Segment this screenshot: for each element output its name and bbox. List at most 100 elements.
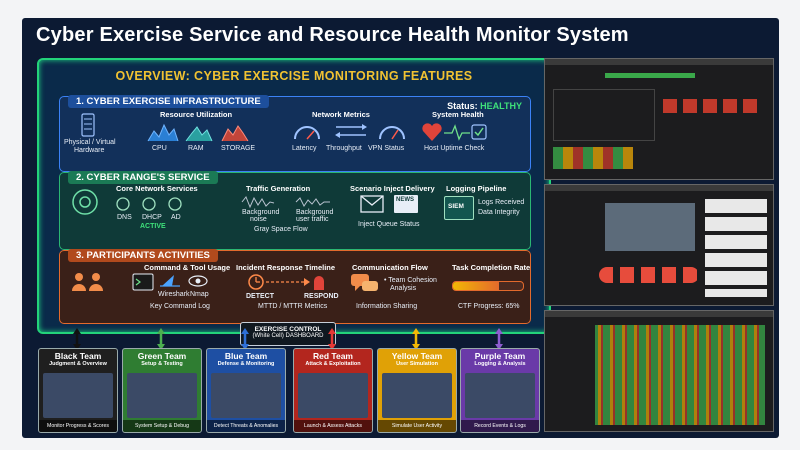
team-task: Launch & Assess Attacks — [294, 420, 372, 432]
team-arrow-head-up — [157, 328, 165, 334]
bg-noise-label-1: Background — [242, 209, 280, 216]
team-arrow-head-down — [412, 344, 420, 350]
section-range-service: 2. CYBER RANGE'S SERVICE Core Network Se… — [59, 171, 531, 250]
team-name: Black Team — [54, 351, 102, 361]
team-arrow-head-down — [328, 344, 336, 350]
team-cohesion-label-2: Analysis — [390, 285, 417, 292]
gray-space-label: Gray Space Flow — [254, 226, 308, 233]
dashboard-screenshot-3 — [544, 310, 774, 432]
siem-label: SIEM — [448, 203, 464, 210]
key-command-label: Key Command Log — [150, 303, 210, 310]
team-arrows — [73, 328, 503, 350]
traffic-wave-icon — [241, 196, 330, 209]
team-arrow-head-up — [412, 328, 420, 334]
eye-icon — [188, 275, 208, 287]
storage-label: STORAGE — [221, 145, 256, 152]
thumb1-health-bar — [605, 73, 695, 78]
bg-user-label-1: Background — [296, 209, 334, 216]
team-illustration — [465, 373, 535, 418]
wireshark-label: Wireshark — [158, 291, 190, 298]
heart-pulse-icon — [422, 123, 487, 141]
shark-fin-icon — [160, 275, 180, 287]
data-integrity-label: Data Integrity — [478, 209, 520, 216]
thumb2-photo — [605, 203, 695, 251]
team-task: Monitor Progress & Scores — [39, 420, 117, 432]
team-name: Yellow Team — [391, 351, 443, 361]
status-indicator: Status: HEALTHY — [447, 101, 522, 111]
ctf-progress-fill — [453, 282, 499, 290]
team-arrow-head-down — [495, 344, 503, 350]
timeline-icon — [248, 274, 324, 290]
task-completion-title: Task Completion Rate — [452, 263, 531, 272]
host-uptime-label: Host Uptime Check — [424, 145, 485, 152]
news-label: NEWS — [396, 197, 414, 203]
thumb1-graph — [553, 89, 655, 141]
latency-label: Latency — [292, 145, 317, 152]
section-range-service-title: 2. CYBER RANGE'S SERVICE — [68, 171, 218, 184]
dashboard-screenshot-2 — [544, 184, 774, 306]
active-label: ACTIVE — [140, 223, 166, 230]
dns-label: DNS — [117, 214, 132, 221]
section-infrastructure-title: 1. CYBER EXERCISE INFRASTRUCTURE — [68, 95, 269, 108]
cpu-label: CPU — [152, 145, 167, 152]
mail-icon — [360, 195, 384, 213]
inject-delivery-title: Scenario Inject Delivery — [350, 184, 435, 193]
team-illustration — [43, 373, 113, 418]
team-task: Record Events & Logs — [461, 420, 539, 432]
logging-pipeline-title: Logging Pipeline — [446, 184, 507, 193]
team-name: Purple Team — [474, 351, 526, 361]
network-gear-icon — [72, 189, 98, 215]
dashboard-line2: (White Cell) DASHBOARD — [252, 333, 324, 339]
section-participants-title: 3. PARTICIPANTS ACTIVITIES — [68, 249, 218, 262]
physical-label: Physical / Virtual — [64, 139, 116, 146]
team-cohesion-label-1: • Team Cohesion — [384, 277, 437, 284]
overview-title: OVERVIEW: CYBER EXERCISE MONITORING FEAT… — [115, 69, 473, 83]
news-icon: NEWS — [394, 195, 418, 213]
core-services-title: Core Network Services — [116, 184, 198, 193]
exercise-control-dashboard[interactable]: EXERCISE CONTROL (White Cell) DASHBOARD — [240, 322, 336, 346]
section-infrastructure: 1. CYBER EXERCISE INFRASTRUCTURE Status:… — [59, 95, 531, 172]
thumb1-table — [553, 147, 633, 169]
team-illustration — [211, 373, 281, 418]
ad-label: AD — [171, 214, 181, 221]
siem-icon: SIEM — [444, 196, 474, 220]
team-task: System Setup & Debug — [123, 420, 201, 432]
hardware-label: Hardware — [74, 147, 105, 154]
team-arrow-head-up — [328, 328, 336, 334]
system-health-title: System Health — [432, 110, 484, 119]
network-metrics-title: Network Metrics — [312, 110, 370, 119]
team-illustration — [382, 373, 452, 418]
team-role: Defense & Monitoring — [217, 361, 275, 367]
section-participants: 3. PARTICIPANTS ACTIVITIES Command & Too… — [59, 249, 531, 324]
team-task: Detect Threats & Anomalies — [207, 420, 285, 432]
team-name: Red Team — [313, 351, 353, 361]
main-frame: Cyber Exercise Service and Resource Heal… — [22, 18, 779, 438]
gauge-icon — [294, 124, 405, 140]
team-role: Judgment & Overview — [49, 361, 107, 367]
team-illustration — [127, 373, 197, 418]
cpu-chart-icon — [147, 123, 249, 142]
traffic-generation-title: Traffic Generation — [246, 184, 311, 193]
incident-timeline-title: Incident Response Timeline — [236, 263, 336, 272]
terminal-icon — [132, 273, 154, 291]
resource-utilization-title: Resource Utilization — [160, 110, 233, 119]
team-arrow-head-up — [241, 328, 249, 334]
thumb1-gauges — [663, 99, 763, 113]
status-value: HEALTHY — [480, 101, 522, 111]
team-arrow-head-up — [495, 328, 503, 334]
server-icon — [81, 113, 95, 137]
team-role: User Simulation — [396, 361, 438, 367]
team-name: Blue Team — [224, 351, 268, 361]
bg-noise-label-2: noise — [250, 216, 267, 223]
